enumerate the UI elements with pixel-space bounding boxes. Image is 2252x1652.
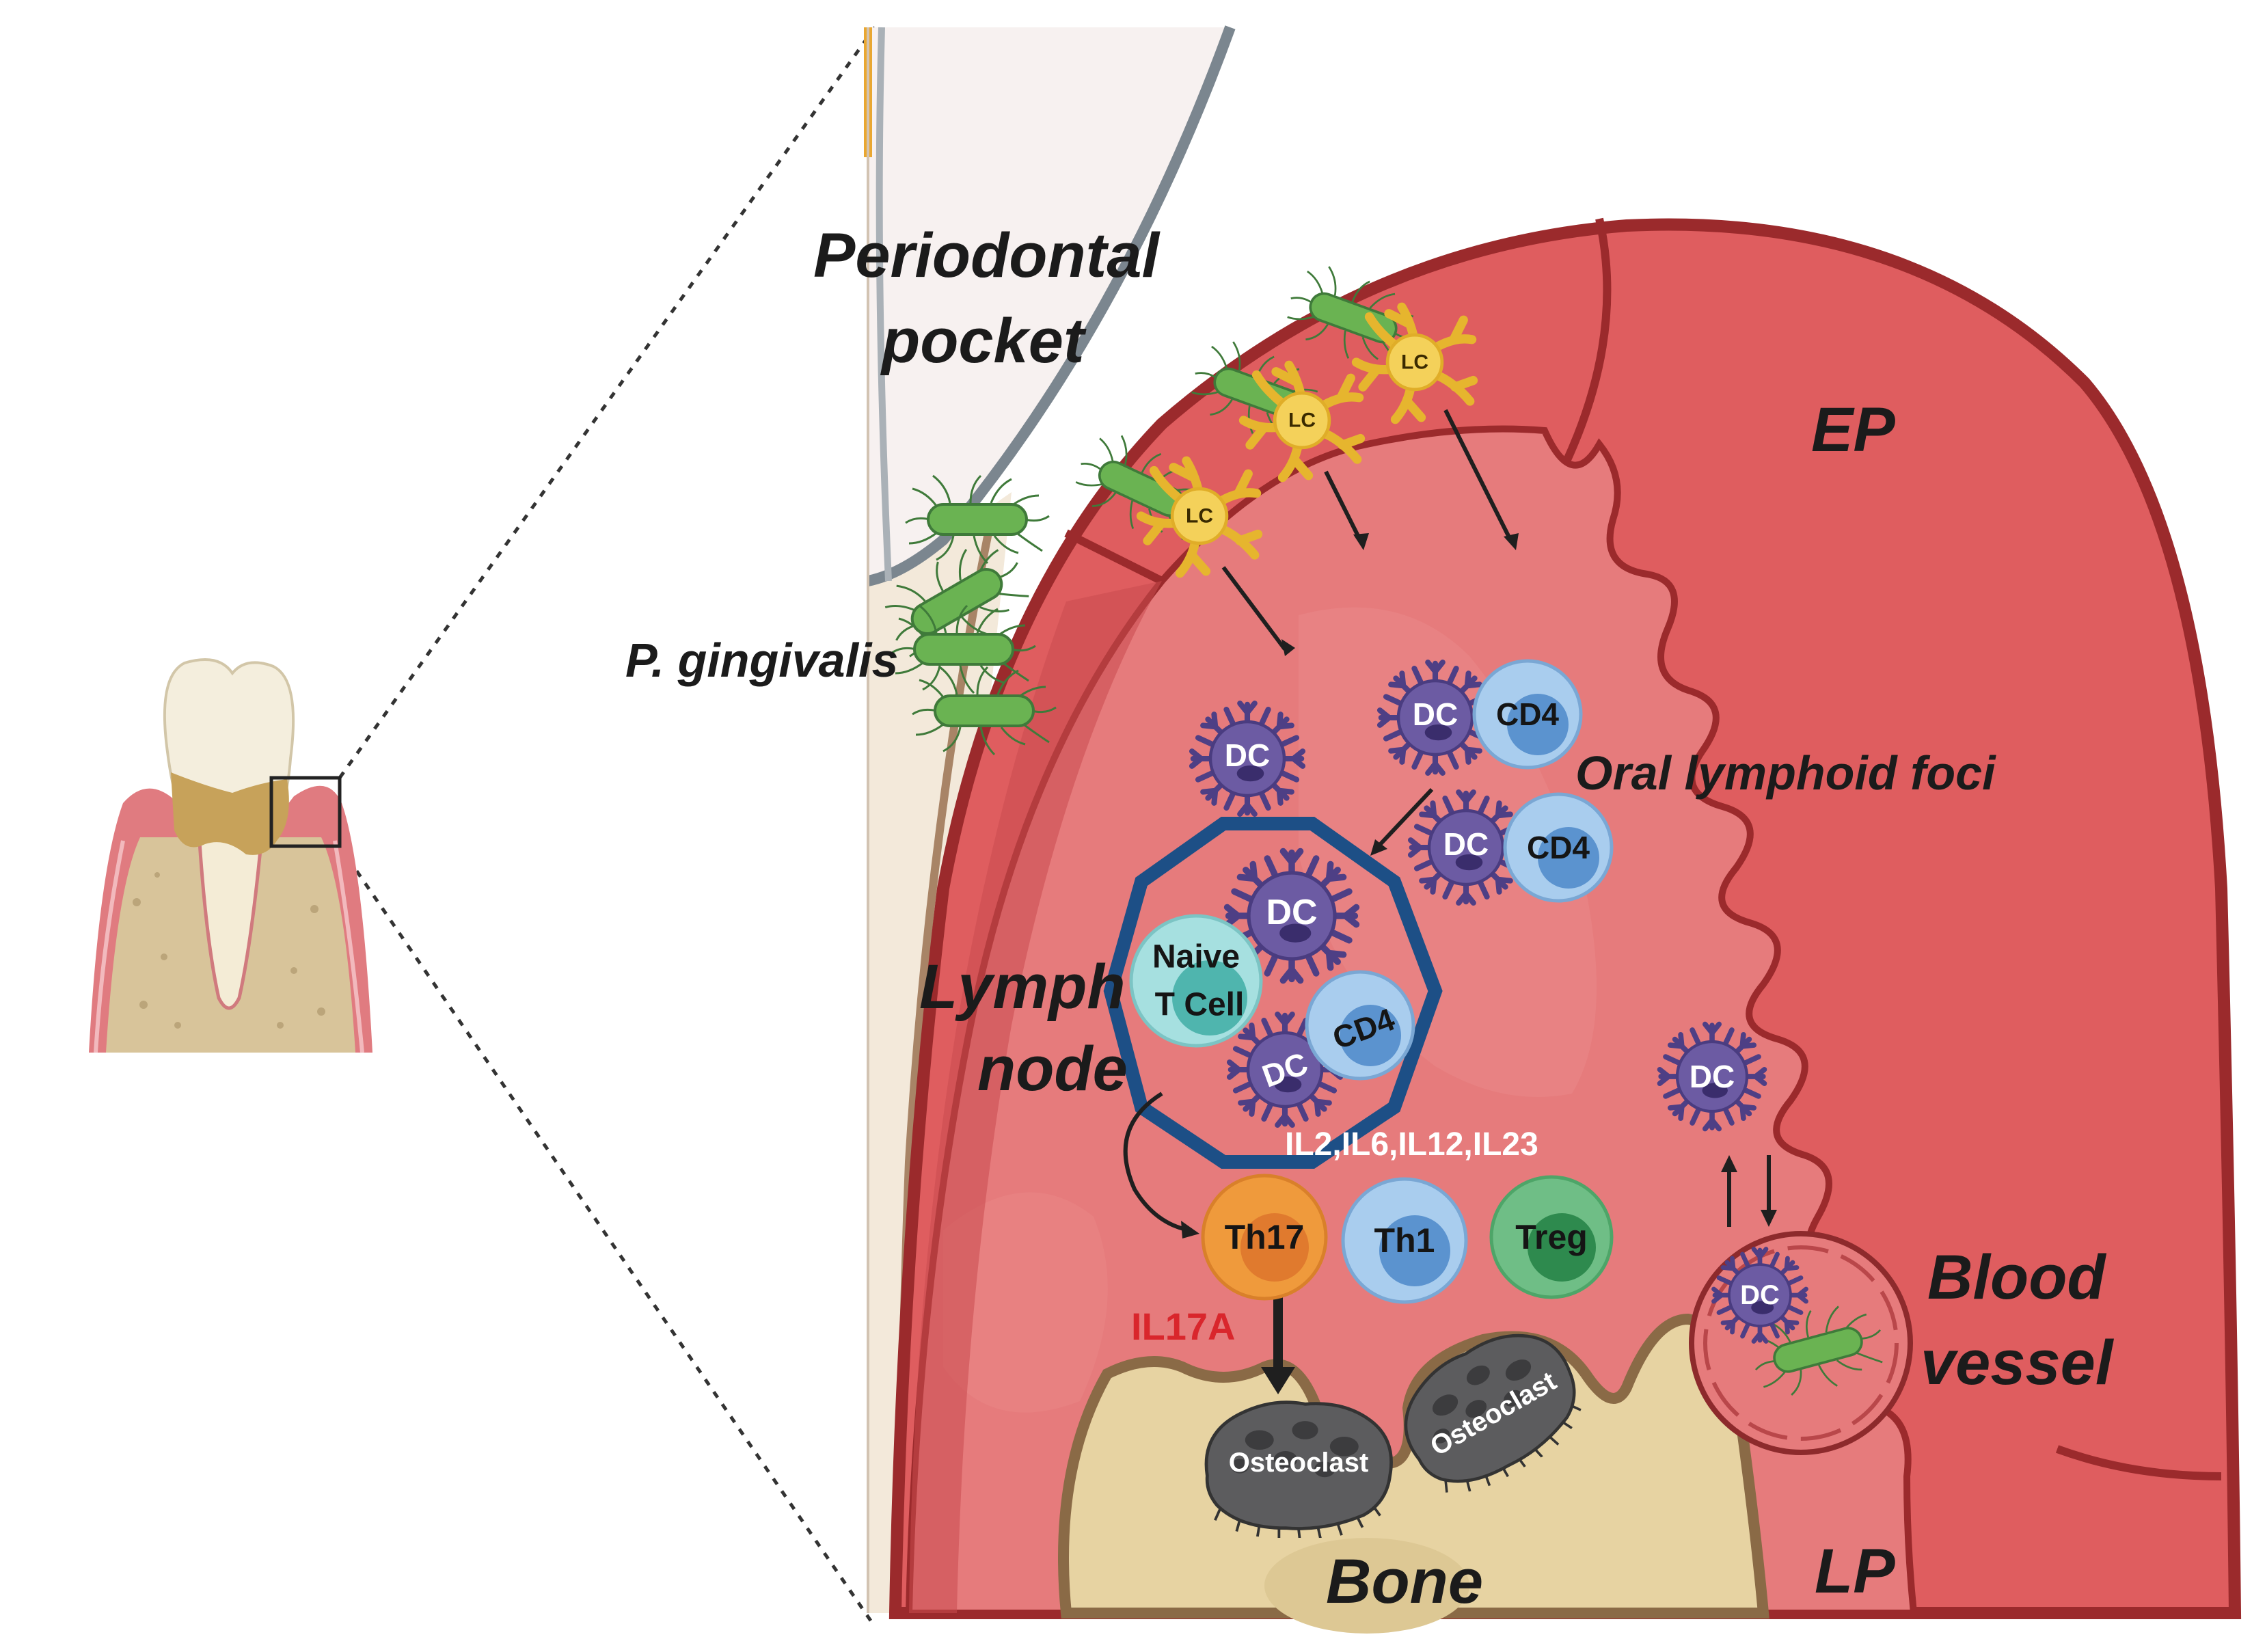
- dc-cell-ln-1: DC: [1227, 852, 1357, 981]
- svg-text:DC: DC: [1266, 893, 1317, 932]
- zoom-box: [269, 776, 342, 848]
- label-lymph: Lymph: [919, 952, 1126, 1022]
- il17a-arrowhead: [1261, 1367, 1295, 1394]
- label-ep: EP: [1811, 395, 1895, 465]
- dc-cell-1: DC: [1192, 703, 1303, 814]
- tooth-illustration: [89, 658, 372, 1053]
- svg-text:Osteoclast: Osteoclast: [1229, 1448, 1369, 1478]
- dc-cell-ln-2: DC: [1230, 1014, 1340, 1125]
- label-blood: Blood: [1927, 1243, 2106, 1312]
- dc-cell-2: DC: [1380, 662, 1491, 773]
- naive-t-cell: Naive T Cell: [1129, 914, 1263, 1048]
- zoom-line-bottom: [338, 845, 877, 1628]
- label-pocket: pocket: [880, 306, 1087, 376]
- dc-cell-vessel: DC: [1714, 1249, 1806, 1342]
- svg-text:DC: DC: [1413, 696, 1458, 732]
- cd4-cell-ln: CD4: [1305, 970, 1415, 1081]
- label-node: node: [977, 1034, 1128, 1104]
- svg-text:LC: LC: [1401, 351, 1428, 374]
- svg-text:T Cell: T Cell: [1155, 987, 1245, 1023]
- dc-cell-3: DC: [1411, 792, 1521, 903]
- osteoclast-1: Osteoclast: [1206, 1403, 1392, 1541]
- svg-text:LC: LC: [1186, 505, 1213, 528]
- svg-text:DC: DC: [1740, 1280, 1780, 1310]
- svg-text:DC: DC: [1690, 1059, 1735, 1094]
- label-oral-lymphoid-foci: Oral lymphoid foci: [1575, 746, 1996, 800]
- svg-text:Treg: Treg: [1515, 1218, 1588, 1256]
- cd4-cell-2: CD4: [1503, 792, 1614, 903]
- dc-cell-4: DC: [1660, 1025, 1765, 1129]
- svg-text:CD4: CD4: [1496, 696, 1559, 732]
- label-il17a: IL17A: [1131, 1305, 1236, 1348]
- lc-cell-2: LC: [1244, 365, 1361, 477]
- cd4-cell-1: CD4: [1472, 659, 1583, 770]
- lc-cell-3: LC: [1357, 307, 1474, 419]
- th17-cell: Th17: [1201, 1174, 1328, 1301]
- label-periodontal: Periodontal: [813, 221, 1161, 290]
- label-vessel: vessel: [1921, 1328, 2115, 1398]
- arrows: [1123, 409, 1777, 1238]
- svg-text:LC: LC: [1288, 409, 1316, 432]
- svg-text:DC: DC: [1443, 826, 1489, 862]
- label-bone: Bone: [1326, 1547, 1483, 1616]
- svg-text:CD4: CD4: [1527, 830, 1590, 865]
- lc-cell-1: LC: [1141, 461, 1258, 573]
- label-lp: LP: [1815, 1536, 1895, 1606]
- osteoclast-2: Osteoclast: [1383, 1311, 1601, 1513]
- zoom-line-top: [338, 26, 877, 779]
- svg-text:Th17: Th17: [1225, 1218, 1305, 1256]
- label-cytokines: IL2,IL6,IL12,IL23: [1285, 1126, 1538, 1163]
- th1-cell: Th1: [1341, 1177, 1468, 1304]
- svg-text:Th1: Th1: [1374, 1221, 1435, 1260]
- lymph-node-outline: [1103, 817, 1443, 1169]
- svg-text:Naive: Naive: [1152, 939, 1240, 975]
- label-p-gingivalis: P. gingivalis: [625, 634, 898, 687]
- svg-text:DC: DC: [1225, 737, 1270, 773]
- treg-cell: Treg: [1489, 1175, 1614, 1299]
